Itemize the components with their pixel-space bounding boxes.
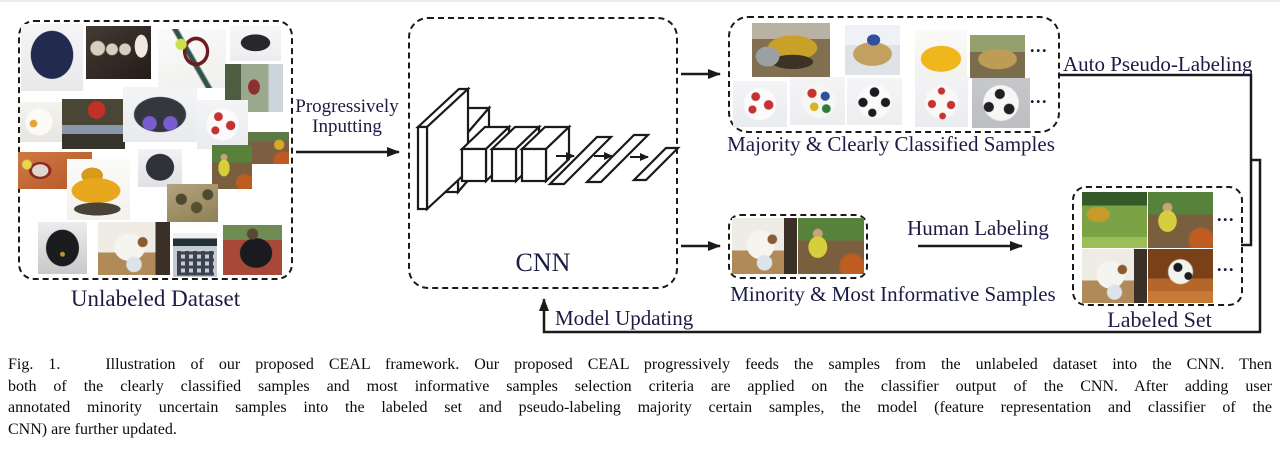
bulldozer-4-photo xyxy=(970,35,1025,78)
soccer-orange-photo xyxy=(1148,249,1213,303)
large-binoculars-photo xyxy=(123,87,197,142)
model-updating-label: Model Updating xyxy=(555,306,694,330)
bulldozer-field-photo xyxy=(1082,192,1147,248)
diagram-connectors xyxy=(296,69,1262,334)
labeled-set-box xyxy=(1072,186,1243,306)
inputting-line: Inputting xyxy=(312,115,382,137)
minority-samples-label: Minority & Most Informative Samples xyxy=(730,282,1056,306)
bulldozer-3-photo xyxy=(915,30,967,78)
bulldozer-1-photo xyxy=(752,23,830,77)
binoculars-photo xyxy=(230,26,281,61)
soccer-flags-photo xyxy=(790,77,845,125)
labeled-set-row1-ellipsis: ... xyxy=(1217,205,1235,225)
progressively-inputting-label: Progressively Inputting xyxy=(290,97,404,137)
yellow-bulldozer-photo xyxy=(67,159,130,220)
boy-on-site-photo xyxy=(1148,192,1213,248)
red-jacket-hiker-photo xyxy=(223,225,282,275)
mug-photo xyxy=(20,102,65,142)
model-updating-line xyxy=(539,158,1262,334)
magazine-photo xyxy=(62,99,125,149)
unlabeled-dataset-box xyxy=(18,20,293,280)
caption-line-3: annotated minority uncertain samples int… xyxy=(8,399,1272,417)
labeled-set-label: Labeled Set xyxy=(1107,307,1212,332)
figure-caption: Fig. 1. Illustration of our proposed CEA… xyxy=(8,354,1272,441)
xray-rackets-photo xyxy=(86,26,151,79)
tennis-racket-photo xyxy=(158,29,226,88)
majority-samples-box xyxy=(728,16,1060,133)
caption-line-4: CNN) are further updated. xyxy=(8,421,177,439)
soccer-red-photo xyxy=(733,81,787,127)
soccer-ball-photo xyxy=(197,100,248,149)
excavator-site-photo xyxy=(248,132,289,164)
labeled-set-row2-ellipsis: ... xyxy=(1217,255,1235,275)
cnn-box xyxy=(408,17,678,289)
dog-with-ball-photo xyxy=(98,222,170,275)
ceal-framework-diagram: ... ... ... ... Unlabeled Dataset Progre… xyxy=(0,2,1280,347)
auto-pseudo-labeling-label: Auto Pseudo-Labeling xyxy=(1063,52,1253,76)
soccer-classic-photo xyxy=(847,78,902,125)
minority-samples-box xyxy=(728,214,868,279)
camo-gear-photo xyxy=(167,184,218,222)
progressively-line: Progressively xyxy=(295,96,399,117)
boy-on-site-photo xyxy=(212,145,252,189)
caption-line-2: both of the clearly classified samples a… xyxy=(8,377,1272,395)
caption-line-1: Fig. 1. Illustration of our proposed CEA… xyxy=(8,356,1272,373)
human-labeling-label: Human Labeling xyxy=(907,216,1049,240)
dog-with-ball-photo xyxy=(732,218,797,274)
bulldozer-2-photo xyxy=(845,25,900,75)
soccer-canada-photo xyxy=(915,77,968,127)
boy-on-site-photo xyxy=(798,218,864,274)
black-backpack-photo xyxy=(138,149,182,187)
cnn-label: CNN xyxy=(515,248,571,277)
calculator-photo xyxy=(173,233,217,277)
majority-row2-ellipsis: ... xyxy=(1030,87,1048,107)
dog-with-ball-photo xyxy=(1082,249,1147,303)
majority-row1-ellipsis: ... xyxy=(1030,36,1048,56)
cnn-layers-drawing xyxy=(415,86,681,212)
majority-samples-label: Majority & Clearly Classified Samples xyxy=(727,132,1055,156)
unlabeled-dataset-label: Unlabeled Dataset xyxy=(70,286,241,311)
navy-backpack-photo xyxy=(21,24,83,91)
soccer-gray-photo xyxy=(972,78,1030,128)
school-backpack-photo xyxy=(38,222,87,274)
